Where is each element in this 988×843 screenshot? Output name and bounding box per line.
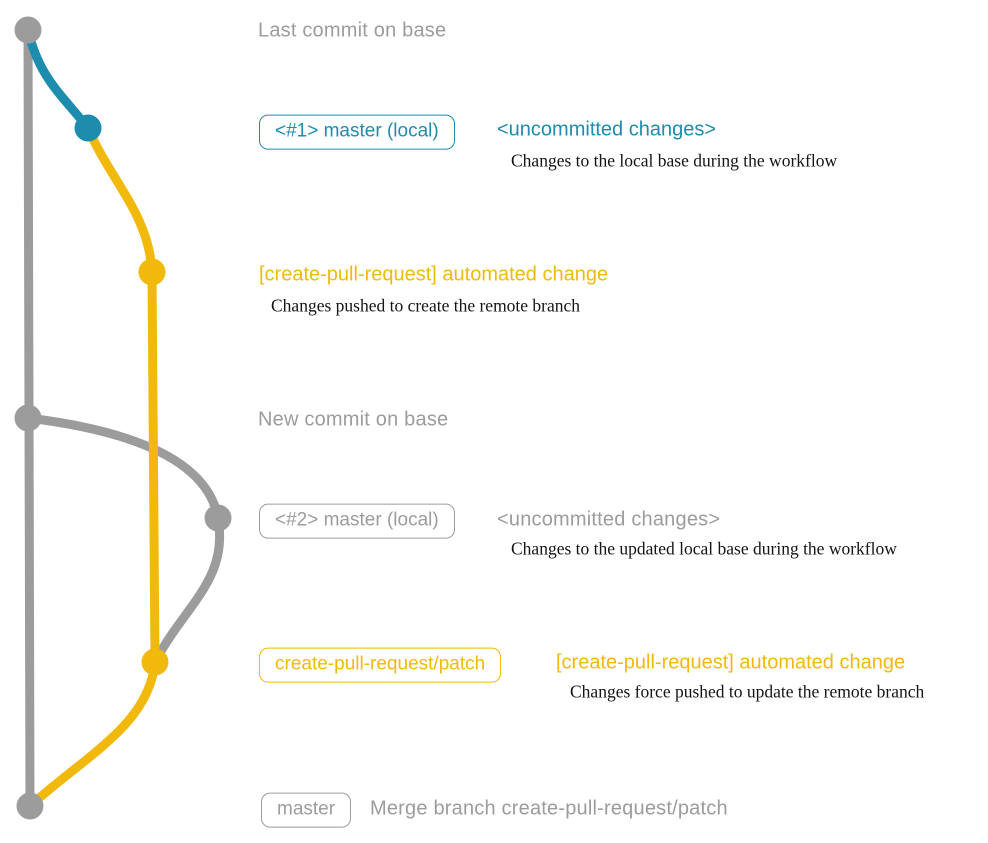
commit-dot-new-base (14, 404, 42, 432)
uncommitted-changes-2-title: <uncommitted changes> (497, 508, 721, 531)
updated-base-branch-curve (23, 413, 225, 667)
automated-change-2-desc: Changes force pushed to update the remot… (570, 681, 925, 702)
uncommitted-changes-1-title: <uncommitted changes> (497, 118, 717, 141)
uncommitted-changes-1-desc: Changes to the local base during the wor… (511, 150, 838, 171)
badge-master-local-2-label: <#2> master (local) (259, 503, 455, 539)
badge-master-local-2: <#2> master (local) (259, 503, 455, 539)
badge-create-pull-request-patch: create-pull-request/patch (259, 647, 502, 683)
badge-master-local-1-label: <#1> master (local) (259, 114, 455, 150)
automated-change-1-title: [create-pull-request] automated change (259, 263, 609, 286)
uncommitted-changes-2-desc: Changes to the updated local base during… (511, 538, 897, 559)
badge-master-local-1: <#1> master (local) (259, 114, 455, 150)
new-commit-label: New commit on base (258, 408, 449, 431)
commit-dot-local-1 (74, 114, 102, 142)
badge-master: master (261, 792, 352, 828)
commit-dot-pr-2 (141, 648, 169, 676)
automated-change-1-desc: Changes pushed to create the remote bran… (271, 295, 581, 316)
commit-dot-pr-1 (138, 258, 166, 286)
last-commit-label: Last commit on base (258, 19, 447, 42)
merge-branch-title: Merge branch create-pull-request/patch (370, 797, 728, 820)
commit-dot-last-base (14, 16, 42, 44)
local-changes-branch-curve (23, 25, 93, 133)
commit-dot-local-2 (204, 504, 232, 532)
automated-change-2-title: [create-pull-request] automated change (556, 651, 906, 674)
badge-master-label: master (261, 792, 352, 828)
badge-create-pull-request-patch-label: create-pull-request/patch (259, 647, 502, 683)
commit-dot-merge (16, 792, 44, 820)
create-pull-request-branch-line (25, 123, 160, 811)
